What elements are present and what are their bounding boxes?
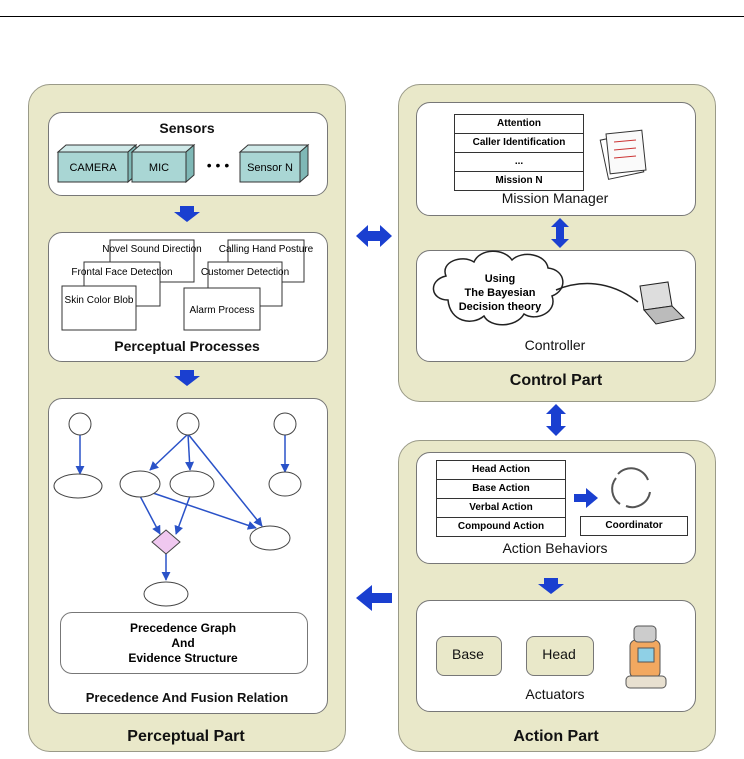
graph-node (169, 470, 215, 498)
sensor-camera-label: CAMERA (69, 162, 117, 174)
mission-list: Attention Caller Identification ... Miss… (454, 114, 584, 191)
mission-item: Mission N (495, 175, 543, 186)
behavior-item: Head Action (437, 461, 565, 480)
actuator-head-label: Head (542, 646, 576, 662)
fusion-title: Precedence And Fusion Relation (85, 690, 289, 705)
coordinator-label: Coordinator (605, 520, 663, 531)
control-part-title: Control Part (509, 372, 603, 389)
bayesian-cloud: Using The Bayesian Decision theory (432, 250, 564, 326)
precedence-graph (75, 433, 290, 581)
process-card-skin-color: Skin Color Blob (65, 295, 134, 306)
left-arrow-icon (356, 585, 392, 611)
graph-node (119, 470, 161, 498)
notes-icon (599, 129, 647, 180)
evidence-line-1: Precedence Graph (130, 621, 236, 635)
down-arrow-icon (174, 206, 200, 222)
laptop-icon (639, 281, 686, 325)
sensor-n: Sensor N (238, 143, 310, 184)
cloud-line-1: Using (485, 273, 516, 285)
graph-node (53, 473, 103, 499)
mission-item: Caller Identification (455, 134, 583, 153)
cloud-connector (555, 282, 639, 303)
cycle-icon (611, 467, 651, 509)
behavior-item: Verbal Action (437, 499, 565, 518)
action-part-title: Action Part (513, 728, 599, 745)
evidence-line-3: Evidence Structure (128, 651, 238, 665)
sensor-n-label: Sensor N (247, 162, 293, 174)
process-card-calling-hand: Calling Hand Posture (219, 244, 314, 255)
graph-node (176, 412, 200, 436)
down-arrow-icon (174, 370, 200, 386)
actuators-title: Actuators (525, 686, 585, 702)
actuator-head (526, 636, 594, 676)
coordinator-box: Coordinator (580, 516, 688, 536)
process-card-alarm: Alarm Process (189, 305, 254, 316)
up-down-arrow-icon (546, 404, 566, 436)
evidence-line-2: And (171, 636, 194, 650)
perceptual-processes-title: Perceptual Processes (114, 338, 260, 354)
left-right-arrow-icon (356, 225, 392, 247)
graph-decision-diamond (151, 529, 181, 555)
mission-manager-title: Mission Manager (501, 190, 609, 206)
process-card-novel-sound: Novel Sound Direction (102, 244, 202, 255)
action-behaviors-title: Action Behaviors (502, 540, 608, 556)
mission-item: Attention (455, 115, 583, 134)
graph-node (249, 525, 291, 551)
precedence-nodes (53, 412, 302, 607)
sensor-camera: CAMERA (56, 143, 138, 184)
process-card-frontal-face: Frontal Face Detection (71, 267, 172, 278)
sensor-mic-label: MIC (149, 162, 169, 174)
mission-item: ... (455, 153, 583, 172)
behavior-item: Compound Action (457, 521, 545, 532)
cloud-line-2: The Bayesian (465, 287, 536, 299)
top-rule (0, 16, 744, 17)
down-arrow-icon (538, 578, 564, 594)
robot-icon (625, 625, 667, 689)
process-cards: Novel Sound Direction Frontal Face Detec… (61, 239, 314, 331)
evidence-structure-box (60, 612, 308, 674)
actuator-base (436, 636, 502, 676)
behavior-item: Base Action (437, 480, 565, 499)
cloud-line-3: Decision theory (459, 301, 542, 313)
sensors-title: Sensors (159, 120, 215, 136)
process-card-customer: Customer Detection (201, 267, 289, 278)
perceptual-part-title: Perceptual Part (127, 728, 245, 745)
graph-node (273, 412, 297, 436)
sensor-mic: MIC (130, 143, 196, 184)
behavior-list: Head Action Base Action Verbal Action Co… (436, 460, 566, 537)
right-arrow-icon (574, 488, 598, 508)
sensor-ellipsis: • • • (207, 157, 230, 173)
graph-node (143, 581, 189, 607)
actuator-base-label: Base (452, 646, 484, 662)
graph-node (268, 471, 302, 497)
up-down-arrow-icon (551, 218, 569, 248)
controller-title: Controller (524, 337, 586, 353)
graph-node (68, 412, 92, 436)
